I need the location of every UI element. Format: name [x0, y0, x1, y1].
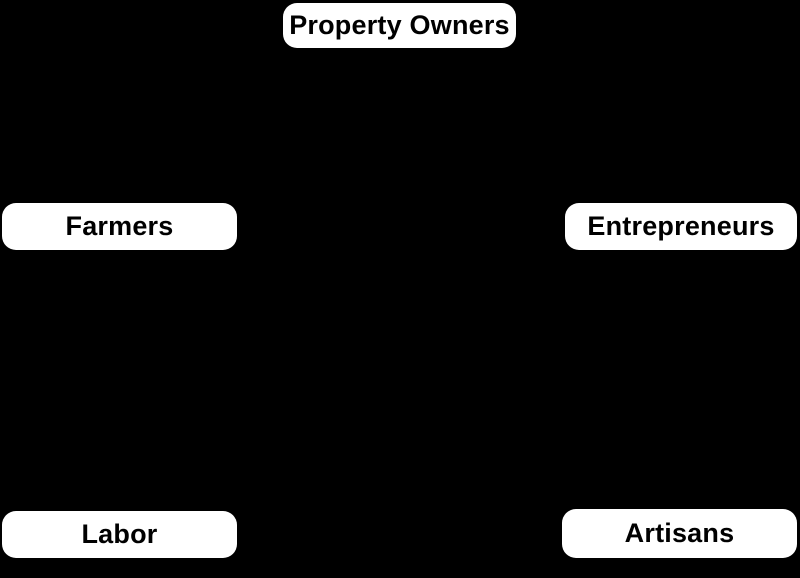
node-entrepreneurs: Entrepreneurs: [565, 203, 797, 250]
node-entrepreneurs-label: Entrepreneurs: [587, 211, 775, 241]
node-labor-label: Labor: [81, 519, 158, 549]
node-labor: Labor: [2, 511, 237, 558]
node-farmers-label: Farmers: [65, 211, 174, 241]
node-property-owners: Property Owners: [283, 3, 516, 48]
node-property-owners-label: Property Owners: [289, 10, 510, 40]
node-artisans: Artisans: [562, 509, 797, 558]
node-artisans-label: Artisans: [624, 518, 735, 548]
node-farmers: Farmers: [2, 203, 237, 250]
